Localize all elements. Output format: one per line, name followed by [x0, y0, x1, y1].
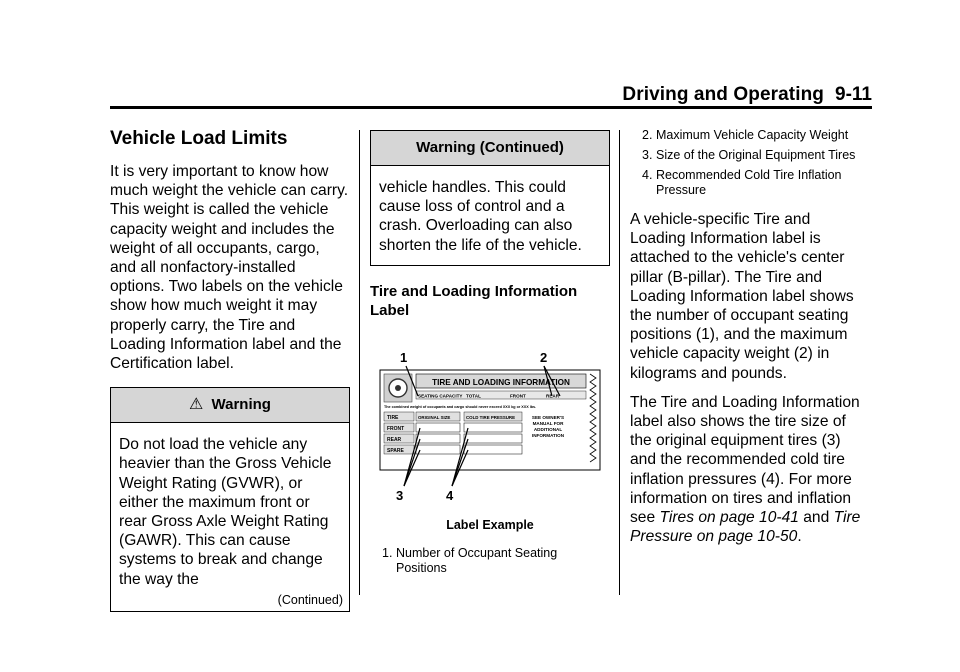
page-number: 9-11: [835, 84, 872, 105]
callout-line-2b: [543, 365, 553, 396]
column-3: 2. Maximum Vehicle Capacity Weight 3. Si…: [630, 128, 870, 546]
column-1: Vehicle Load Limits It is very important…: [110, 128, 350, 612]
list-item: 1. Number of Occupant Seating Positions: [370, 546, 610, 576]
paragraph-label-location: A vehicle-specific Tire and Loading Info…: [630, 211, 854, 382]
callout-3: 3: [396, 488, 403, 503]
subheading: Tire and Loading Information Label: [370, 282, 578, 319]
list-item-text: Size of the Original Equipment Tires: [656, 148, 856, 162]
label-title: TIRE AND LOADING INFORMATION: [432, 378, 570, 387]
owner-note-line-1: SEE OWNER'S: [532, 415, 564, 420]
callout-line-4c: [451, 449, 469, 487]
col-header-front: FRONT: [510, 393, 526, 398]
warning-box: ⚠ Warning Do not load the vehicle any he…: [110, 387, 350, 612]
list-item-number: 4.: [642, 168, 653, 182]
warning-continued-header: Warning (Continued): [371, 131, 609, 166]
col-header-seating: SEATING CAPACITY: [418, 393, 463, 398]
callout-2: 2: [540, 350, 547, 365]
section-title: Driving and Operating: [622, 84, 824, 105]
col-header-total: TOTAL: [466, 393, 481, 398]
warning-icon: ⚠: [189, 396, 204, 414]
column-divider-1: [359, 130, 360, 595]
pressure-header: COLD TIRE PRESSURE: [466, 415, 515, 420]
column-divider-2: [619, 130, 620, 595]
cross-reference-tire-pressure[interactable]: Tire Pressure on page 10-50: [630, 509, 861, 546]
owner-note-line-2: MANUAL FOR: [533, 421, 564, 426]
callout-list-part-1: 1. Number of Occupant Seating Positions: [370, 546, 610, 576]
list-item-text: Maximum Vehicle Capacity Weight: [656, 128, 849, 142]
callout-1: 1: [400, 350, 407, 365]
list-item-text: Recommended Cold Tire Inflation Pressure: [656, 168, 842, 197]
row-label-rear: REAR: [387, 437, 402, 443]
owner-note-line-3: ADDITIONAL: [534, 427, 563, 432]
callout-line-4b: [451, 438, 469, 487]
list-item: 2. Maximum Vehicle Capacity Weight: [630, 128, 870, 143]
warning-continued-body: vehicle handles. This could cause loss o…: [379, 179, 582, 254]
row-label-front: FRONT: [387, 426, 404, 432]
warning-continued-box: Warning (Continued) vehicle handles. Thi…: [370, 130, 610, 266]
list-item-text: Number of Occupant Seating Positions: [396, 545, 558, 575]
list-item-number: 3.: [642, 148, 653, 162]
cross-reference-tires[interactable]: Tires on page 10-41: [659, 509, 799, 527]
label-illustration: TIRE AND LOADING INFORMATION SEATING CAP…: [379, 350, 601, 503]
callout-line-3c: [403, 449, 421, 487]
callout-line-1: [405, 365, 419, 397]
row-label-spare: SPARE: [387, 448, 405, 454]
callout-4: 4: [446, 488, 454, 503]
callout-line-2a: [543, 365, 561, 397]
conjunction-text: and: [798, 509, 834, 527]
label-figure: TIRE AND LOADING INFORMATION SEATING CAP…: [370, 344, 610, 506]
list-item-number: 1.: [382, 545, 393, 560]
warning-title: Warning: [211, 396, 271, 414]
col-header-rear: REAR: [546, 393, 560, 398]
section-heading: Vehicle Load Limits: [110, 128, 288, 149]
owner-note-line-4: INFORMATION: [532, 433, 565, 438]
continued-note: (Continued): [277, 592, 343, 607]
warning-header: ⚠ Warning: [111, 388, 349, 424]
callout-line-3b: [403, 438, 421, 487]
warning-body: Do not load the vehicle any heavier than…: [119, 436, 332, 588]
column-2: Warning (Continued) vehicle handles. Thi…: [370, 128, 610, 581]
list-item: 3. Size of the Original Equipment Tires: [630, 148, 870, 163]
sentence-end: .: [797, 528, 802, 546]
combined-weight-text: The combined weight of occupants and car…: [384, 405, 536, 409]
size-header: ORIGINAL SIZE: [418, 415, 450, 420]
zigzag-border: [589, 373, 597, 463]
figure-caption: Label Example: [446, 517, 534, 532]
intro-paragraph: It is very important to know how much we…: [110, 163, 349, 373]
header-divider: [110, 106, 872, 109]
list-item-number: 2.: [642, 128, 653, 142]
paragraph-text: The Tire and Loading Information label a…: [630, 393, 860, 527]
list-item: 4. Recommended Cold Tire Inflation Press…: [630, 168, 870, 198]
row-label-tire: TIRE: [387, 415, 399, 421]
callout-list-part-2: 2. Maximum Vehicle Capacity Weight 3. Si…: [630, 128, 870, 198]
paragraph-label-contents: The Tire and Loading Information label a…: [630, 393, 870, 547]
